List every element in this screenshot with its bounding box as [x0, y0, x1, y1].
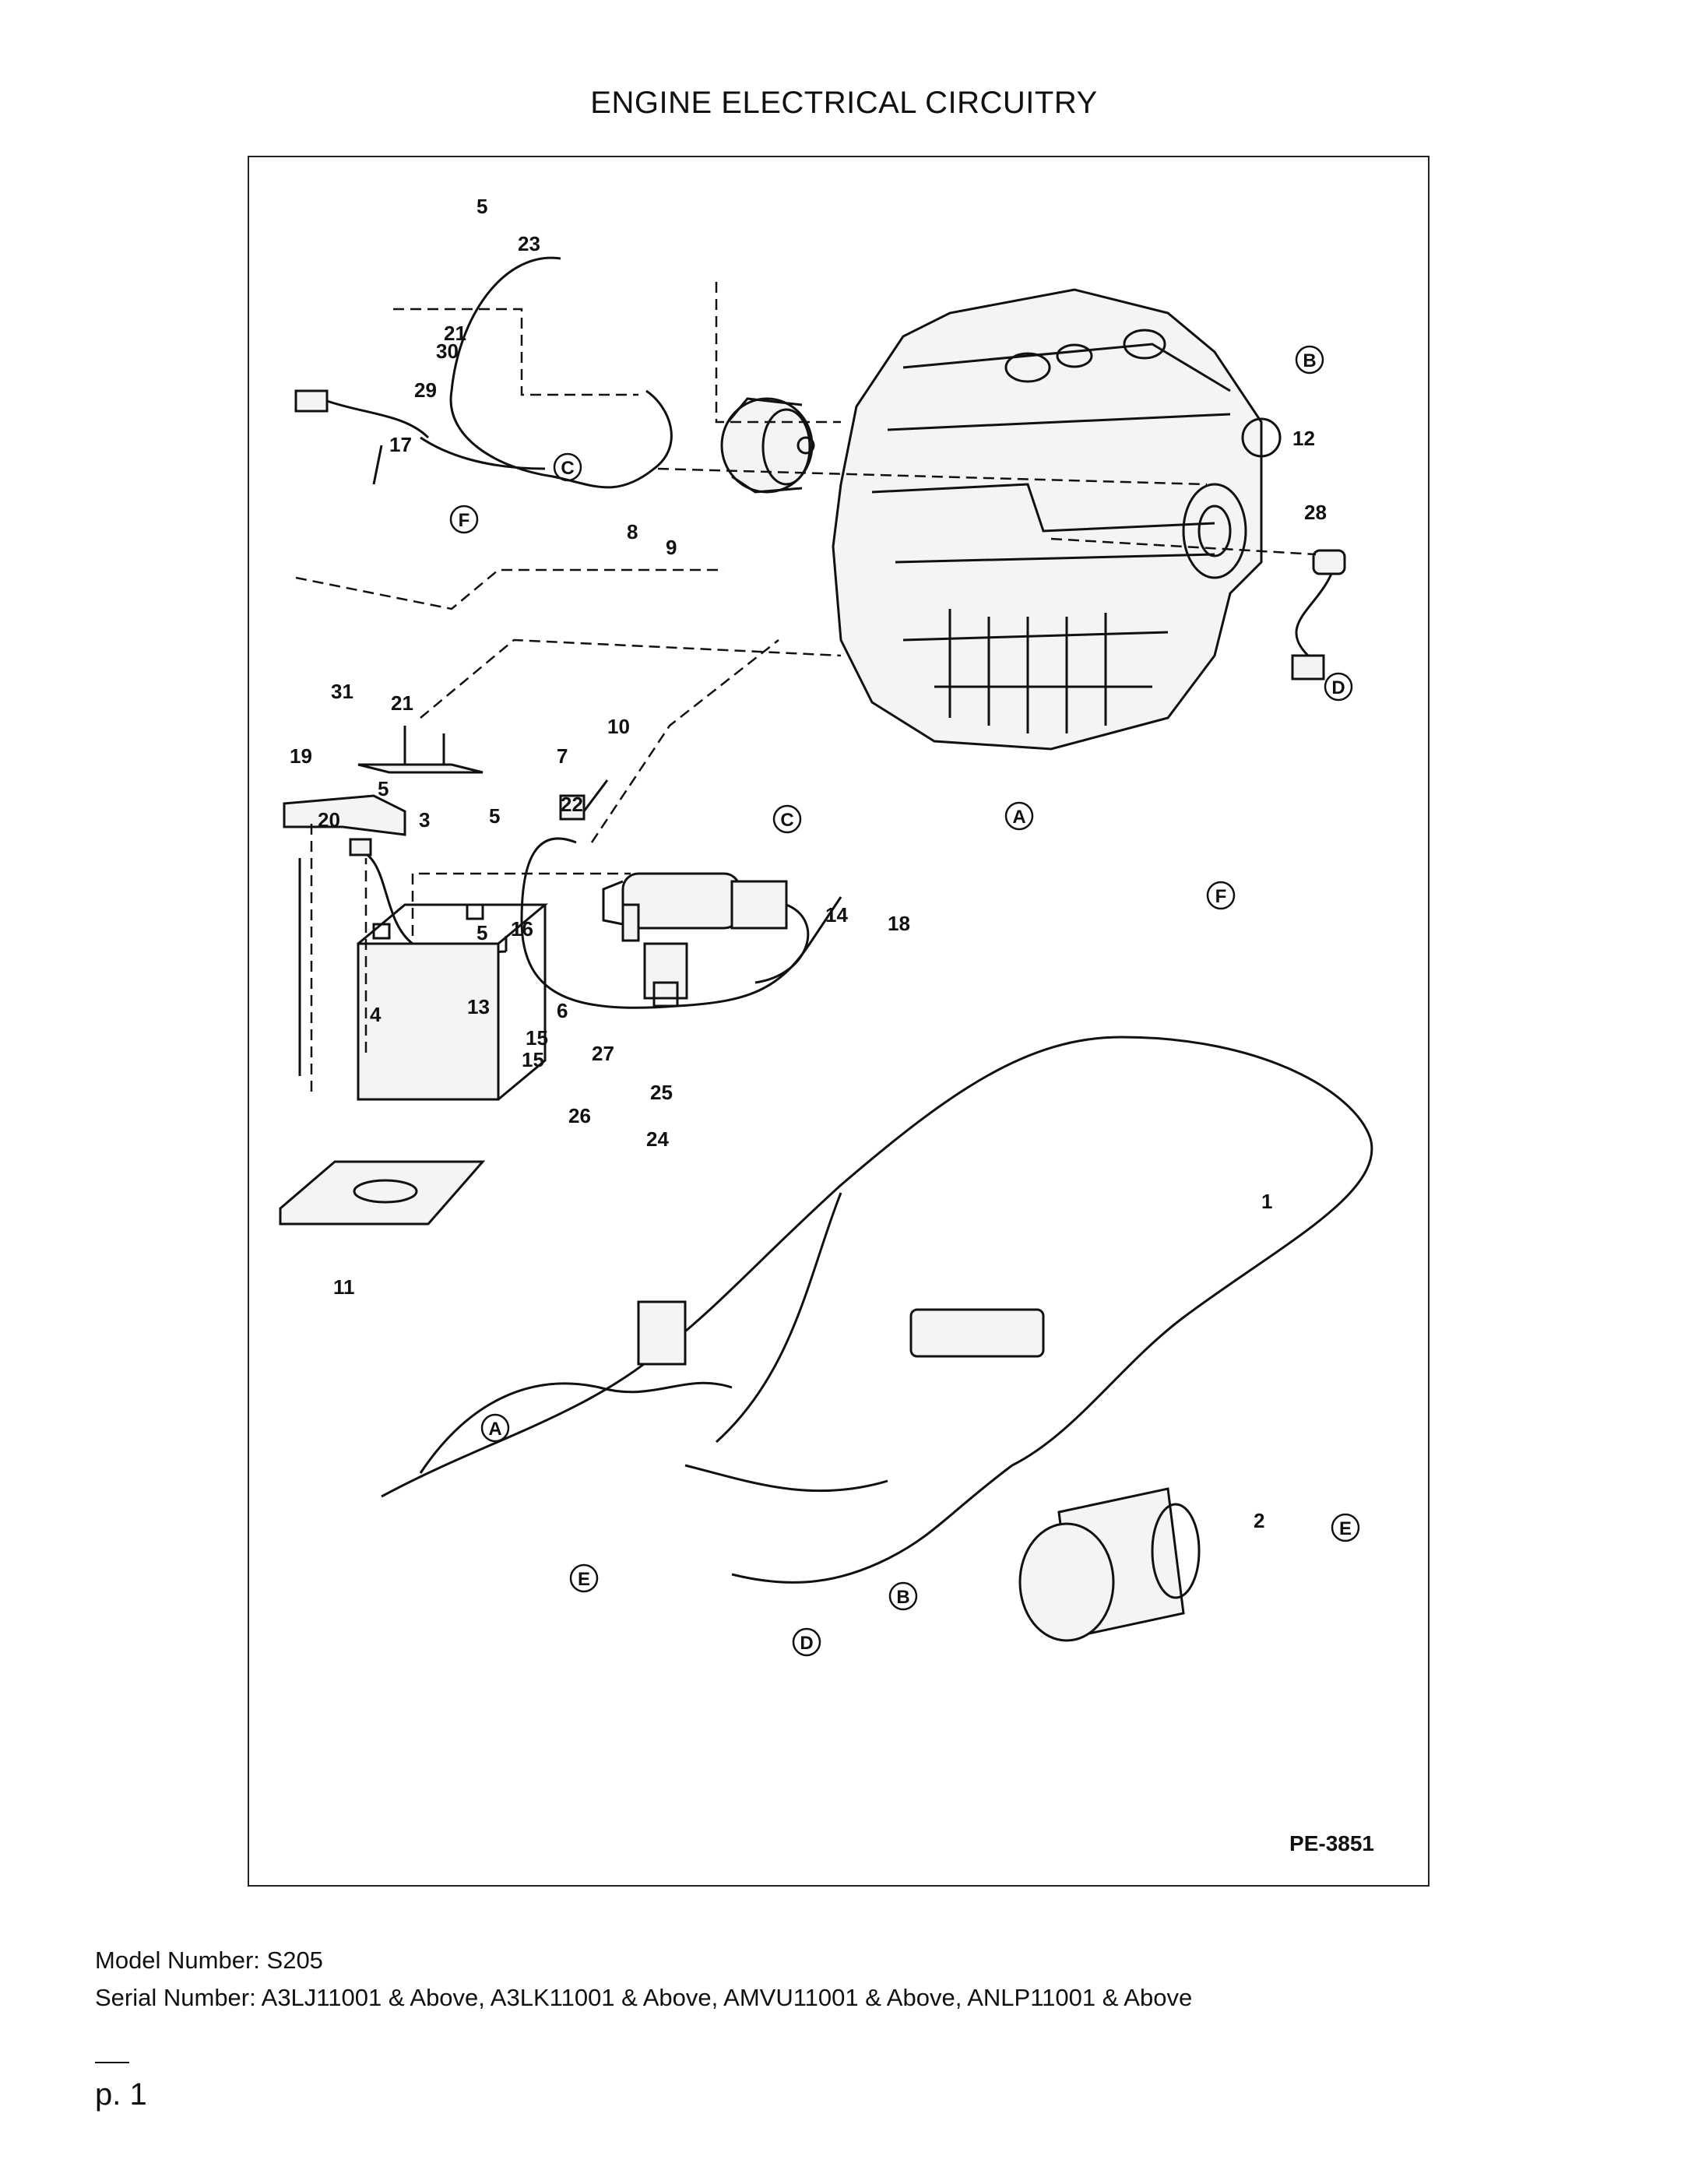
callout-12: 12	[1292, 427, 1315, 450]
callout-15b: 15	[526, 1026, 548, 1050]
page-number: p. 1	[95, 2077, 147, 2112]
callout-21b: 21	[391, 691, 413, 715]
callout-16: 16	[511, 917, 533, 941]
reservoir-tank	[1018, 1487, 1201, 1642]
callout-27: 27	[592, 1042, 614, 1065]
callout-20: 20	[318, 808, 340, 832]
connector-f-2: F	[1215, 886, 1227, 907]
callout-4: 4	[370, 1003, 382, 1026]
connector-a-1: A	[1012, 807, 1025, 828]
page-title: ENGINE ELECTRICAL CIRCUITRY	[590, 86, 1098, 120]
callout-29: 29	[414, 378, 437, 402]
connector-d-2: D	[800, 1633, 813, 1654]
callout-11: 11	[333, 1275, 355, 1299]
callout-5d: 5	[477, 921, 487, 944]
callout-9: 9	[666, 536, 677, 559]
connector-b-1: B	[1303, 350, 1316, 371]
callout-22: 22	[561, 793, 583, 816]
sensor-28	[1291, 549, 1346, 681]
callout-10: 10	[607, 715, 630, 738]
callout-23: 23	[518, 232, 540, 255]
mounting-bracket-22	[357, 726, 484, 774]
alternator	[720, 397, 815, 494]
callout-25: 25	[650, 1081, 673, 1104]
leader-lines	[295, 282, 1317, 1092]
callout-6: 6	[557, 999, 568, 1022]
connector-b-2: B	[896, 1587, 909, 1608]
callout-1: 1	[1261, 1190, 1272, 1213]
callout-14: 14	[825, 903, 848, 927]
starter-motor	[602, 872, 810, 984]
wire-harness-17	[294, 256, 673, 489]
connector-labels: A A B B C C D D E E F F	[449, 345, 1360, 1657]
callout-19: 19	[290, 744, 312, 768]
callout-5a: 5	[477, 195, 487, 218]
battery-hold-down	[283, 794, 406, 1076]
part-callouts: 1 2 3 4 5 5 5 5 6 7 8 9 10 11 12 13 14 1…	[290, 195, 1327, 1532]
parts-diagram: 1 2 3 4 5 5 5 5 6 7 8 9 10 11 12 13 14 1…	[248, 156, 1430, 1887]
page-number-rule	[95, 2062, 129, 2063]
battery-tray	[279, 1160, 486, 1226]
engine-block	[832, 288, 1282, 751]
main-wire-harness	[381, 1036, 1373, 1584]
callout-5b: 5	[378, 777, 389, 800]
model-number: Model Number: S205	[95, 1947, 323, 1974]
callout-24: 24	[646, 1127, 669, 1151]
callout-28: 28	[1304, 501, 1327, 524]
battery	[357, 903, 549, 1101]
small-parts	[621, 903, 688, 1008]
callout-18: 18	[888, 912, 910, 935]
callout-8: 8	[627, 520, 638, 543]
callout-30: 30	[436, 339, 459, 363]
callout-3: 3	[419, 808, 430, 832]
connector-e-1: E	[1339, 1518, 1352, 1539]
connector-a-2: A	[488, 1419, 501, 1440]
callout-26: 26	[568, 1104, 591, 1127]
callout-7: 7	[557, 744, 568, 768]
callout-15a: 15	[522, 1048, 544, 1071]
callout-5c: 5	[489, 804, 500, 828]
connector-d-1: D	[1331, 677, 1345, 698]
connector-c-2: C	[780, 810, 793, 831]
callout-21a: 21	[444, 322, 466, 345]
connector-c-1: C	[561, 458, 574, 479]
serial-number: Serial Number: A3LJ11001 & Above, A3LK11…	[95, 1984, 1193, 2011]
callout-13: 13	[467, 995, 490, 1018]
connector-e-2: E	[578, 1569, 590, 1590]
figure-code: PE-3851	[1289, 1831, 1374, 1855]
callout-17: 17	[389, 433, 412, 456]
cable-14	[520, 779, 842, 1009]
callout-2: 2	[1254, 1509, 1264, 1532]
connector-f-1: F	[459, 510, 470, 531]
callout-31: 31	[331, 680, 353, 703]
